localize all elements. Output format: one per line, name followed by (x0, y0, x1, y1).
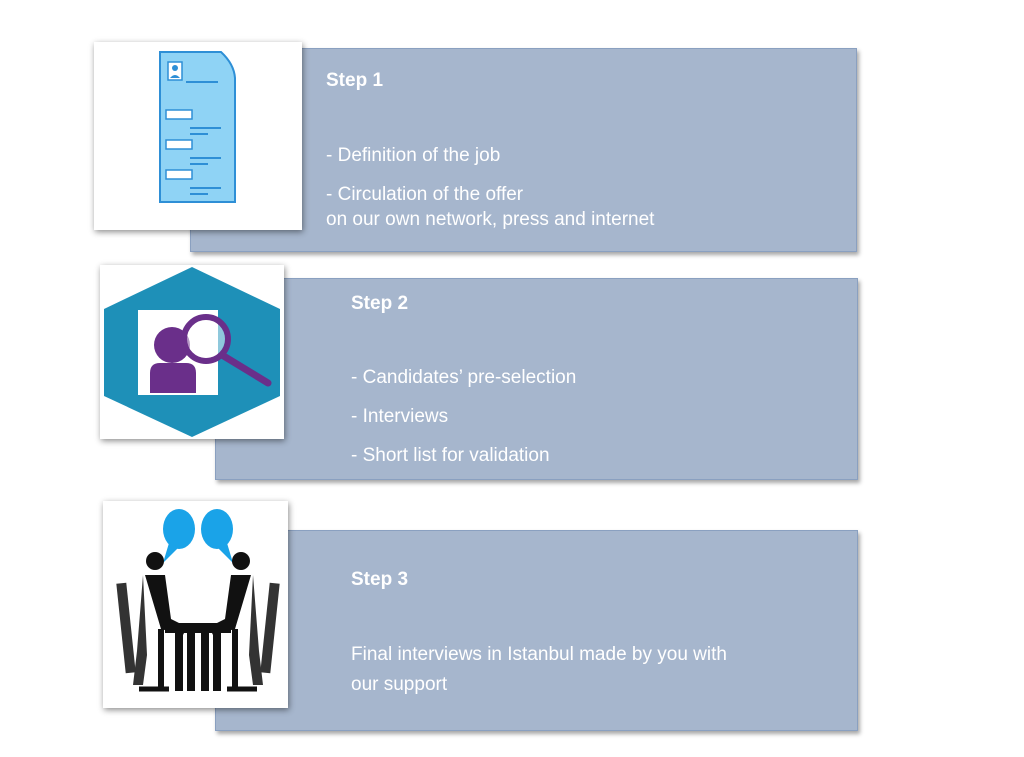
step-2-line-3: - Short list for validation (351, 445, 550, 466)
step-3-text: Step 3 Final interviews in Istanbul made… (351, 567, 841, 697)
step-1-icon-card (94, 42, 302, 230)
step-3-title: Step 3 (351, 569, 409, 590)
step-2-box (215, 278, 858, 480)
step-2-text: Step 2 - Candidates’ pre-selection - Int… (351, 291, 841, 468)
step-2-line-1: - Candidates’ pre-selection (351, 367, 577, 388)
step-1-text: Step 1 - Definition of the job - Circula… (326, 68, 846, 232)
candidate-search-icon (104, 267, 280, 437)
step-2-icon-card (100, 265, 284, 439)
step-3-box (215, 530, 858, 731)
step-2-title: Step 2 (351, 293, 409, 314)
resume-document-icon (159, 51, 236, 203)
step-3-line-2: our support (351, 674, 448, 695)
interview-meeting-icon (116, 509, 280, 692)
step-1-line-1: - Definition of the job (326, 145, 501, 166)
step-1-line-2: - Circulation of the offer (326, 184, 524, 205)
step-3-line-1: Final interviews in Istanbul made by you… (351, 644, 727, 665)
step-1-title: Step 1 (326, 70, 384, 91)
step-2-line-2: - Interviews (351, 406, 449, 427)
step-3-icon-card (103, 501, 288, 708)
step-1-line-3: on our own network, press and internet (326, 209, 655, 230)
